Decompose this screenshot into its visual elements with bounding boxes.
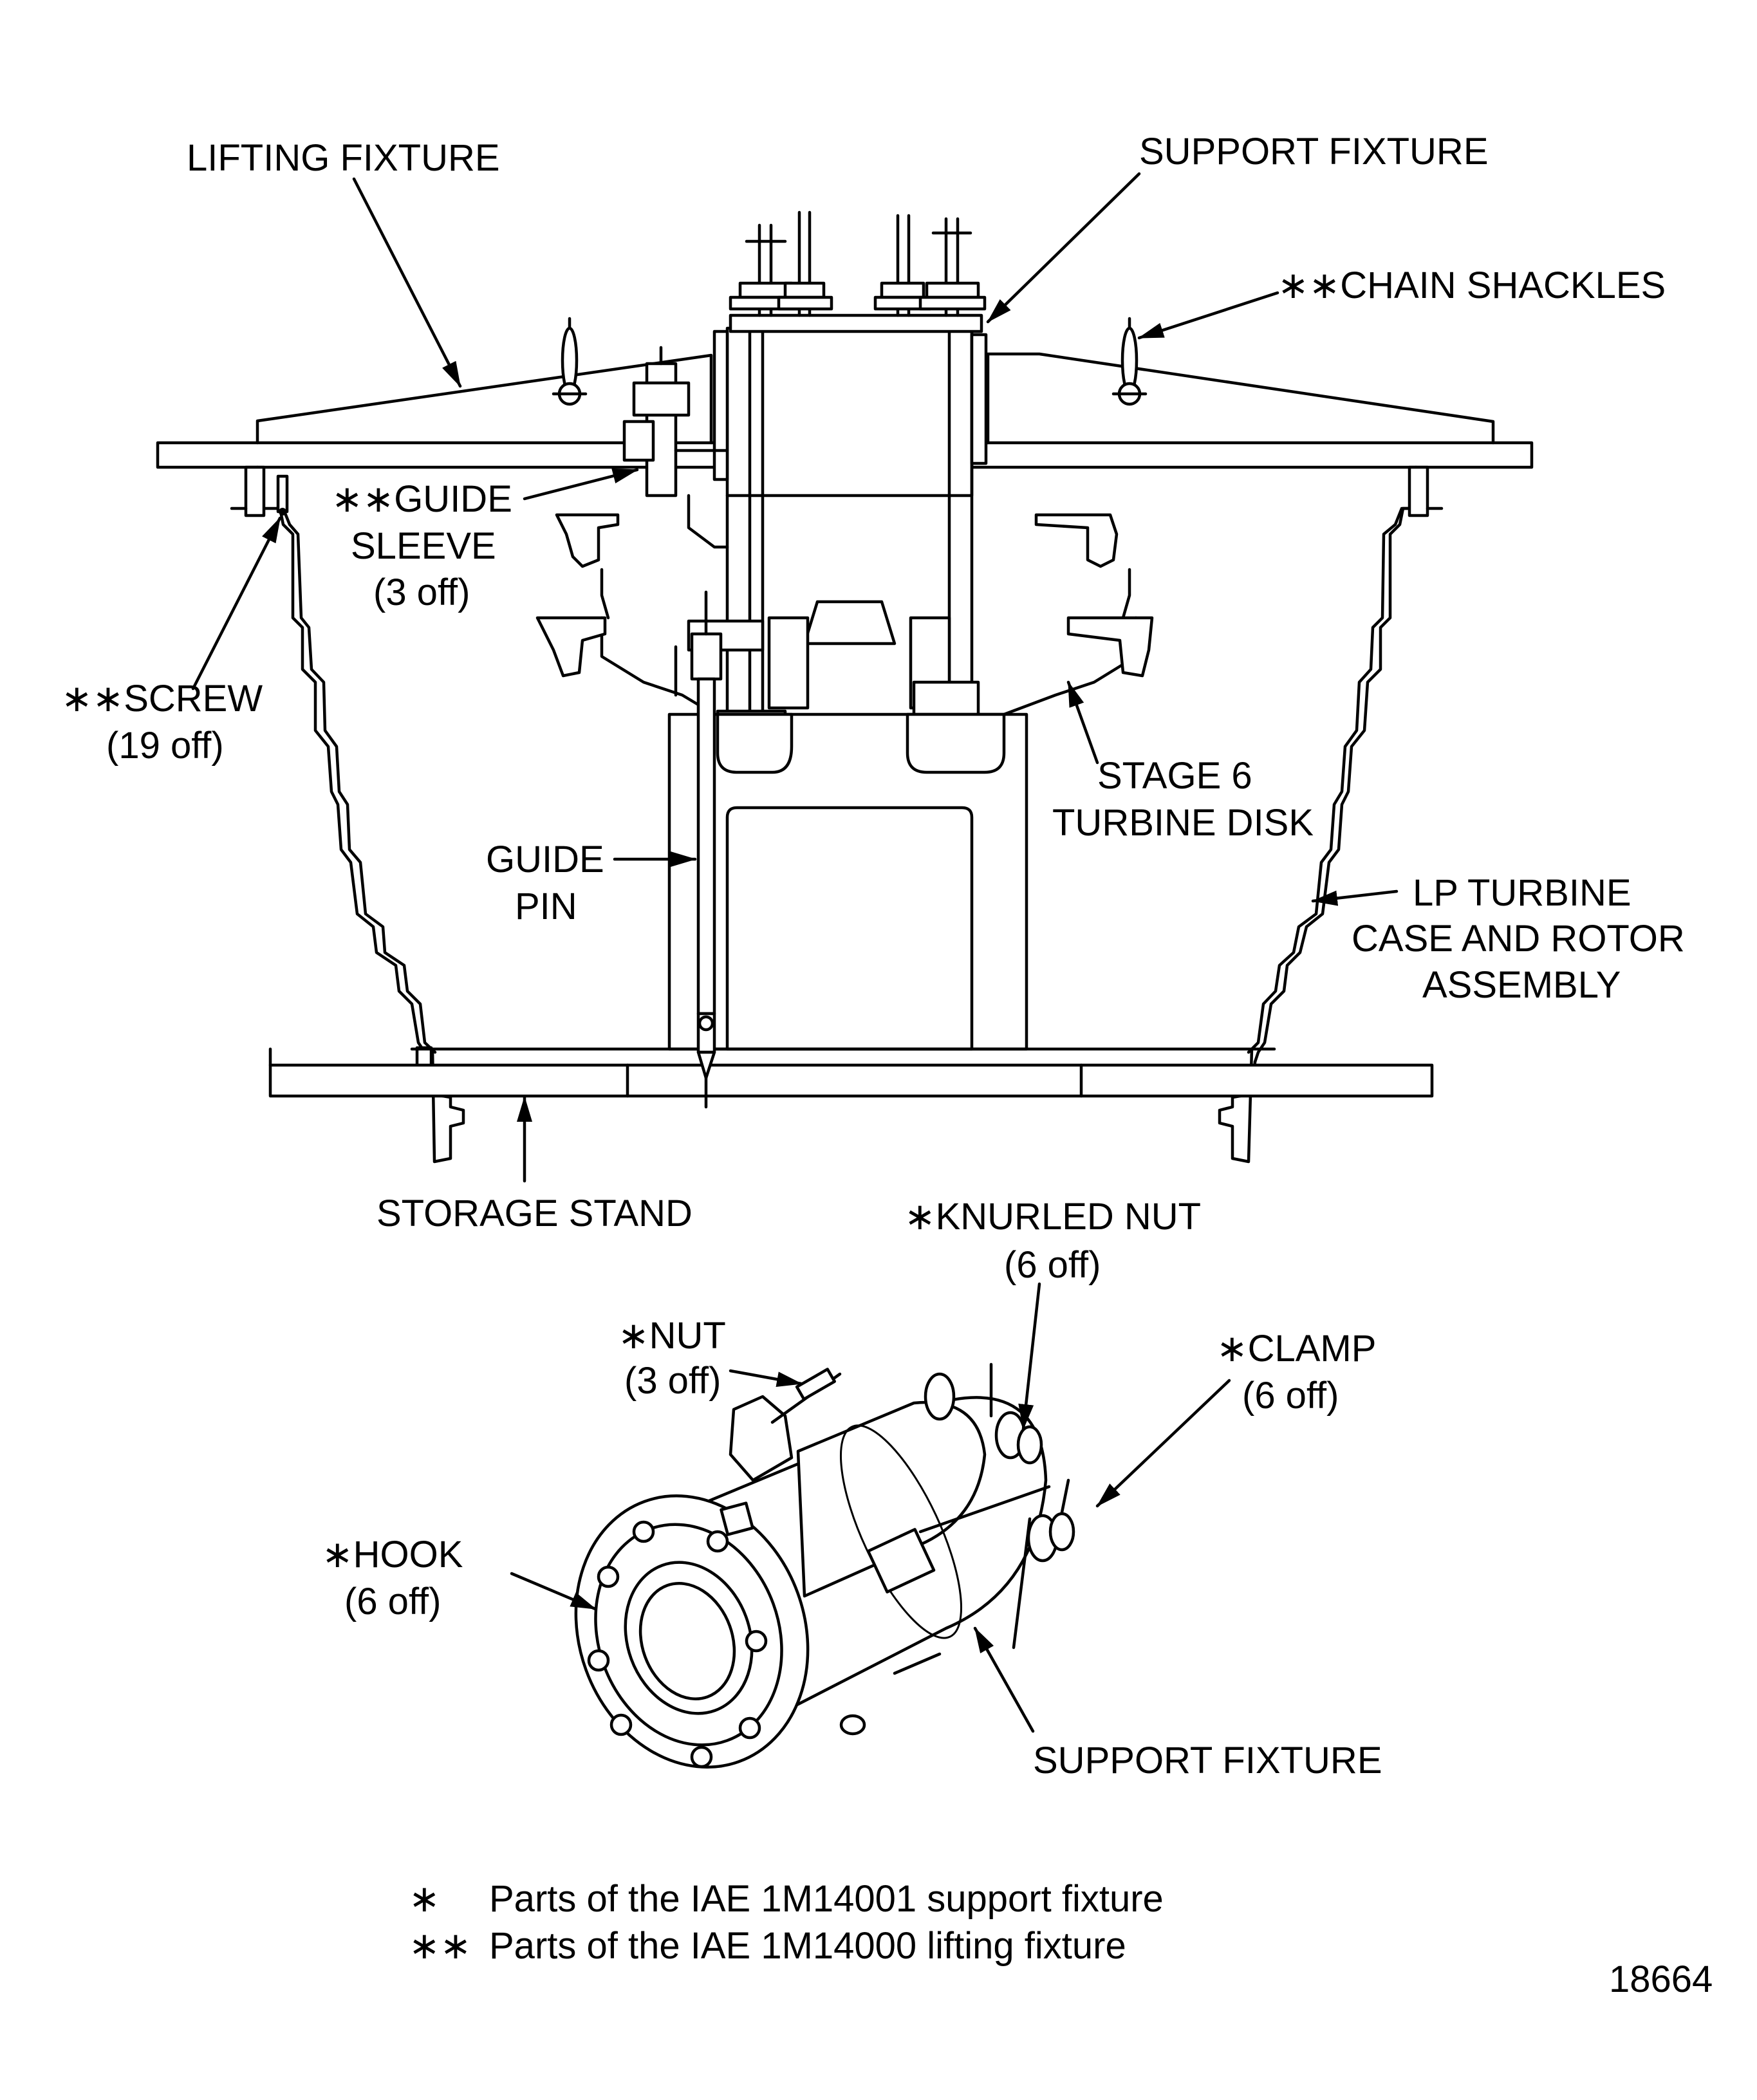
label-hook-2: (6 off): [344, 1581, 441, 1622]
chain-shackle-right: [1111, 317, 1148, 406]
storage-stand-drawing: [268, 712, 1434, 1098]
top-bolt-4: [918, 217, 987, 317]
label-screw-1: ∗∗SCREW: [61, 678, 263, 720]
label-guide-pin-1: GUIDE: [486, 839, 604, 880]
label-stage6-1: STAGE 6: [1097, 755, 1252, 797]
label-clamp-2: (6 off): [1242, 1375, 1339, 1417]
label-guide-sleeve-1: ∗∗GUIDE: [331, 478, 512, 520]
label-guide-pin-2: PIN: [515, 886, 577, 927]
support-fixture-upper: [622, 210, 999, 748]
top-bolt-3: [873, 214, 932, 317]
label-clamp-1: ∗CLAMP: [1216, 1328, 1376, 1370]
label-stage6-2: TURBINE DISK: [1052, 802, 1314, 844]
label-chain-shackles: ∗∗CHAIN SHACKLES: [1278, 265, 1666, 306]
guide-pin: [690, 590, 723, 1109]
guide-sleeve: [622, 346, 729, 549]
label-knurled-nut-1: ∗KNURLED NUT: [904, 1196, 1201, 1238]
label-knurled-nut-2: (6 off): [1004, 1244, 1101, 1286]
label-storage-stand: STORAGE STAND: [376, 1193, 693, 1234]
label-lp-turbine-2: CASE AND ROTOR: [1352, 918, 1685, 960]
label-hook-1: ∗HOOK: [322, 1534, 463, 1575]
legend-marker-1: ∗: [409, 1878, 440, 1920]
top-bolt-2: [777, 210, 833, 317]
label-lp-turbine-1: LP TURBINE: [1413, 872, 1632, 914]
label-lifting-fixture: LIFTING FIXTURE: [187, 137, 500, 179]
lp-turbine-case: [230, 465, 1444, 1164]
label-screw-2: (19 off): [106, 725, 224, 767]
label-guide-sleeve-2: SLEEVE: [351, 525, 496, 567]
label-lp-turbine-3: ASSEMBLY: [1422, 964, 1621, 1006]
label-support-fixture-bottom: SUPPORT FIXTURE: [1033, 1740, 1382, 1781]
chain-shackle-left: [552, 317, 588, 406]
label-nut-2: (3 off): [624, 1360, 721, 1402]
legend-text-1: Parts of the IAE 1M14001 support fixture: [489, 1878, 1164, 1920]
legend-marker-2: ∗∗: [409, 1925, 471, 1967]
stage-6-turbine-disk: [535, 513, 1154, 716]
legend-text-2: Parts of the IAE 1M14000 lifting fixture: [489, 1925, 1126, 1967]
leader-lines-top: [191, 172, 1399, 1183]
leader-lines-bottom: [510, 1282, 1231, 1733]
label-guide-sleeve-3: (3 off): [373, 571, 470, 613]
support-fixture-isometric: [574, 1362, 1075, 1769]
figure-number: 18664: [1609, 1958, 1713, 2000]
legend: ∗ Parts of the IAE 1M14001 support fixtu…: [409, 1878, 1164, 1967]
label-support-fixture-top: SUPPORT FIXTURE: [1139, 131, 1489, 172]
label-nut-1: ∗NUT: [618, 1315, 726, 1357]
